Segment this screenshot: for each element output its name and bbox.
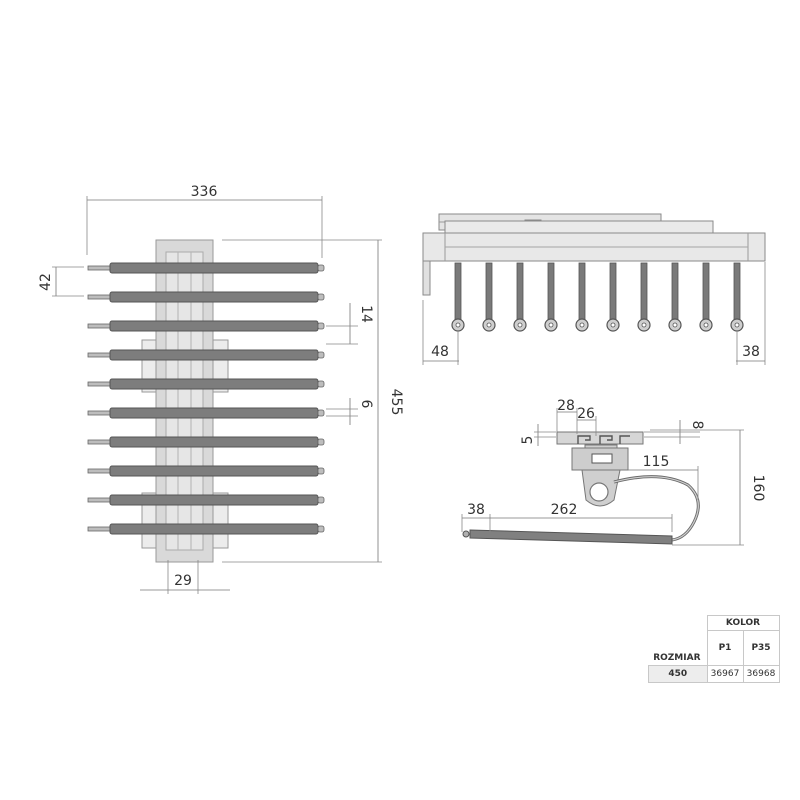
dim-front-width: 336 xyxy=(191,184,218,200)
rod-cap xyxy=(317,351,325,359)
profile-window xyxy=(591,453,613,464)
rod-cap xyxy=(317,467,325,475)
rod-cap xyxy=(317,496,325,504)
profile-rod-tip xyxy=(462,530,470,538)
rod-cap xyxy=(317,380,325,388)
hook-stem xyxy=(454,262,462,322)
hanger-rod xyxy=(109,291,319,303)
hook-stem xyxy=(485,262,493,322)
hook-hole xyxy=(517,322,523,328)
header-p35: P35 xyxy=(742,630,780,666)
hook-stem xyxy=(733,262,741,322)
rod-cap xyxy=(317,409,325,417)
hook-stem xyxy=(702,262,710,322)
dim-arm-reach: 115 xyxy=(643,454,670,470)
rod-end xyxy=(87,352,111,358)
header-kolor: KOLOR xyxy=(706,615,780,631)
dim-total-height: 455 xyxy=(388,389,404,416)
dim-rail-width: 29 xyxy=(174,573,192,589)
hook-hole xyxy=(672,322,678,328)
rod-cap xyxy=(317,322,325,330)
hook-hole xyxy=(641,322,647,328)
dim-rod-gap: 14 xyxy=(358,305,374,323)
side-hooks xyxy=(451,262,744,332)
profile-rod xyxy=(469,529,673,545)
rod-end xyxy=(87,497,111,503)
cell-size: 450 xyxy=(648,664,708,683)
rod-end xyxy=(87,323,111,329)
hook-hole xyxy=(579,322,585,328)
dim-profile-c: 5 xyxy=(520,436,536,445)
profile-view: 28 26 5 8 115 160 38 262 xyxy=(461,398,766,546)
side-view: 48 38 xyxy=(422,213,766,365)
rod-end xyxy=(87,526,111,532)
hanger-rod xyxy=(109,320,319,332)
front-rods xyxy=(87,262,325,535)
hanger-rod xyxy=(109,436,319,448)
rod-end xyxy=(87,439,111,445)
hook-stem xyxy=(578,262,586,322)
profile-arm xyxy=(613,475,700,542)
hook-hole xyxy=(610,322,616,328)
cell-code-p1: 36967 xyxy=(706,664,744,683)
hook-stem xyxy=(516,262,524,322)
rod-end xyxy=(87,265,111,271)
rod-cap xyxy=(317,293,325,301)
profile-slot xyxy=(577,435,630,444)
header-p1: P1 xyxy=(706,630,744,666)
dim-arm-depth: 160 xyxy=(750,475,766,502)
hanger-rod xyxy=(109,407,319,419)
rod-cap xyxy=(317,525,325,533)
rod-end xyxy=(87,381,111,387)
profile-hole xyxy=(589,482,609,502)
hanger-rod xyxy=(109,465,319,477)
rod-cap xyxy=(317,264,325,272)
hook-hole xyxy=(703,322,709,328)
hanger-rod xyxy=(109,349,319,361)
hook-hole xyxy=(548,322,554,328)
hanger-rod xyxy=(109,523,319,535)
header-rozmiar: ROZMIAR xyxy=(653,652,701,663)
hanger-rod xyxy=(109,378,319,390)
hanger-rod xyxy=(109,494,319,506)
dim-rod-spacing: 42 xyxy=(38,273,54,291)
mid-slide xyxy=(444,220,714,234)
hook-stem xyxy=(547,262,555,322)
hook-stem xyxy=(640,262,648,322)
dim-profile-b: 26 xyxy=(577,406,595,422)
rod-end xyxy=(87,410,111,416)
dim-rod-start: 38 xyxy=(467,502,485,518)
size-color-table: KOLOR ROZMIAR P1 P35 450 36967 36968 xyxy=(648,615,780,683)
dim-side-right: 38 xyxy=(742,344,760,360)
profile-arm-inner xyxy=(613,476,699,541)
rod-end xyxy=(87,294,111,300)
hook-hole xyxy=(734,322,740,328)
dim-rod-thickness: 6 xyxy=(358,400,374,409)
left-bracket xyxy=(422,260,431,296)
rod-cap xyxy=(317,438,325,446)
hook-hole xyxy=(455,322,461,328)
front-view: 336 42 14 6 455 29 xyxy=(38,184,404,594)
hanger-rod xyxy=(109,262,319,274)
dim-side-left: 48 xyxy=(431,344,449,360)
cell-code-p35: 36968 xyxy=(742,664,780,683)
rod-end xyxy=(87,468,111,474)
hook-hole xyxy=(486,322,492,328)
dim-rod-length: 262 xyxy=(551,502,578,518)
hook-stem xyxy=(609,262,617,322)
hook-stem xyxy=(671,262,679,322)
dim-profile-a: 28 xyxy=(557,398,575,414)
dim-profile-d: 8 xyxy=(689,421,705,430)
